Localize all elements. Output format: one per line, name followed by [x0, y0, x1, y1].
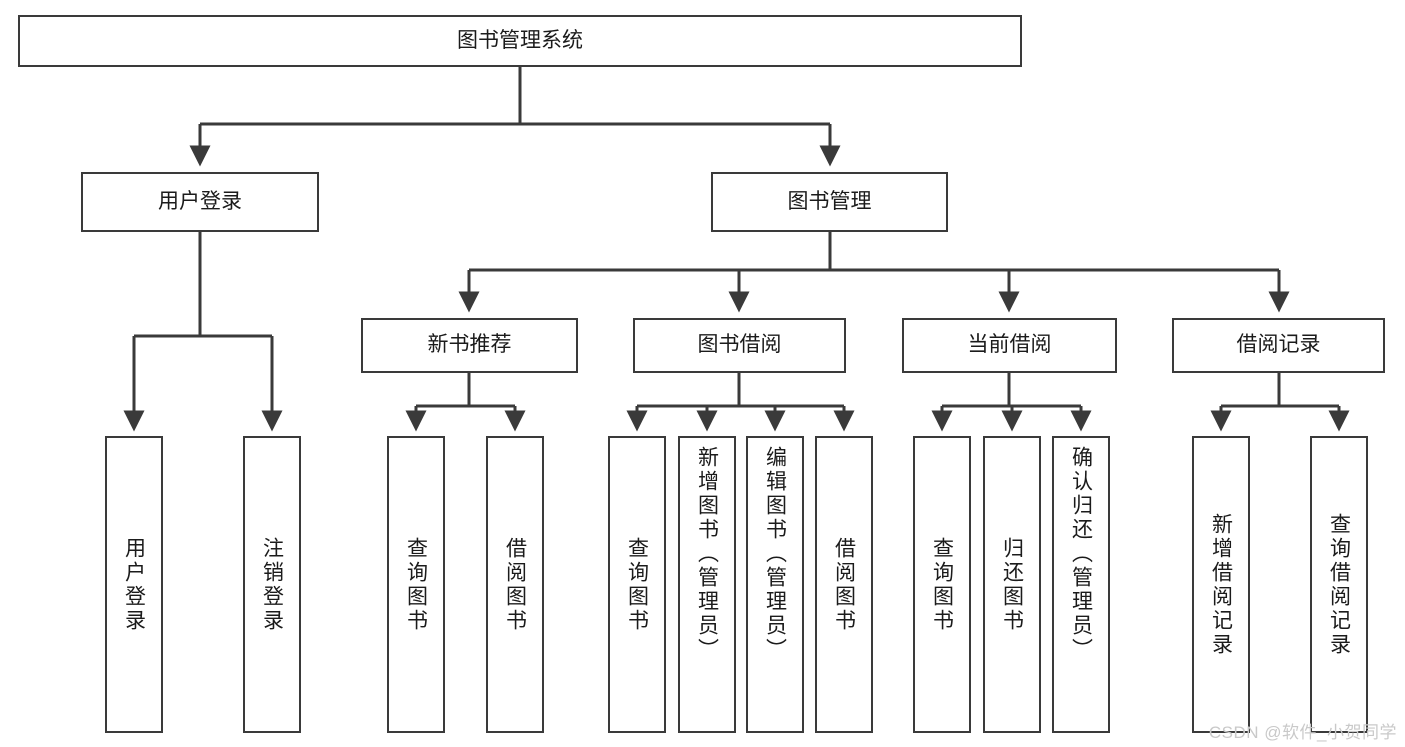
leaf-query-book-current-label: 查询图书 — [930, 536, 954, 633]
leaf-query-book-recommend-label: 查询图书 — [404, 536, 428, 633]
node-current-borrow[interactable]: 当前借阅 — [902, 318, 1117, 373]
node-new-book-recommend-label: 新书推荐 — [427, 333, 512, 357]
leaf-query-book-borrow[interactable]: 查询图书 — [608, 436, 666, 733]
leaf-borrow-book-label: 借阅图书 — [832, 536, 856, 633]
leaf-logout-label: 注销登录 — [260, 536, 284, 633]
leaf-add-borrow-record[interactable]: 新增借阅记录 — [1192, 436, 1250, 733]
node-book-management[interactable]: 图书管理 — [711, 172, 948, 232]
leaf-confirm-return-admin[interactable]: 确认归还（管理员） — [1052, 436, 1110, 733]
node-borrow-record[interactable]: 借阅记录 — [1172, 318, 1385, 373]
node-book-borrow[interactable]: 图书借阅 — [633, 318, 846, 373]
node-borrow-record-label: 借阅记录 — [1236, 333, 1321, 357]
leaf-user-login[interactable]: 用户登录 — [105, 436, 163, 733]
leaf-edit-book-admin[interactable]: 编辑图书（管理员） — [746, 436, 804, 733]
node-root[interactable]: 图书管理系统 — [18, 15, 1022, 67]
node-user-login-label: 用户登录 — [158, 189, 242, 213]
leaf-query-borrow-record[interactable]: 查询借阅记录 — [1310, 436, 1368, 733]
node-book-borrow-label: 图书借阅 — [697, 333, 782, 357]
leaf-edit-book-admin-label: 编辑图书（管理员） — [763, 446, 787, 662]
leaf-add-book-admin-label: 新增图书（管理员） — [695, 446, 719, 662]
leaf-return-book-label: 归还图书 — [1000, 536, 1024, 633]
csdn-watermark: CSDN @软件_小贺同学 — [1208, 723, 1397, 742]
node-root-label: 图书管理系统 — [457, 28, 583, 52]
node-book-management-label: 图书管理 — [787, 189, 872, 213]
node-new-book-recommend[interactable]: 新书推荐 — [361, 318, 578, 373]
node-user-login[interactable]: 用户登录 — [81, 172, 319, 232]
leaf-logout[interactable]: 注销登录 — [243, 436, 301, 733]
leaf-confirm-return-admin-label: 确认归还（管理员） — [1069, 446, 1093, 662]
leaf-query-book-recommend[interactable]: 查询图书 — [387, 436, 445, 733]
leaf-borrow-book[interactable]: 借阅图书 — [815, 436, 873, 733]
leaf-query-borrow-record-label: 查询借阅记录 — [1327, 512, 1351, 657]
node-current-borrow-label: 当前借阅 — [967, 333, 1052, 357]
leaf-add-book-admin[interactable]: 新增图书（管理员） — [678, 436, 736, 733]
leaf-borrow-book-recommend-label: 借阅图书 — [503, 536, 527, 633]
leaf-user-login-label: 用户登录 — [122, 536, 146, 633]
leaf-query-book-current[interactable]: 查询图书 — [913, 436, 971, 733]
leaf-return-book[interactable]: 归还图书 — [983, 436, 1041, 733]
leaf-query-book-borrow-label: 查询图书 — [625, 536, 649, 633]
leaf-add-borrow-record-label: 新增借阅记录 — [1209, 512, 1233, 657]
leaf-borrow-book-recommend[interactable]: 借阅图书 — [486, 436, 544, 733]
